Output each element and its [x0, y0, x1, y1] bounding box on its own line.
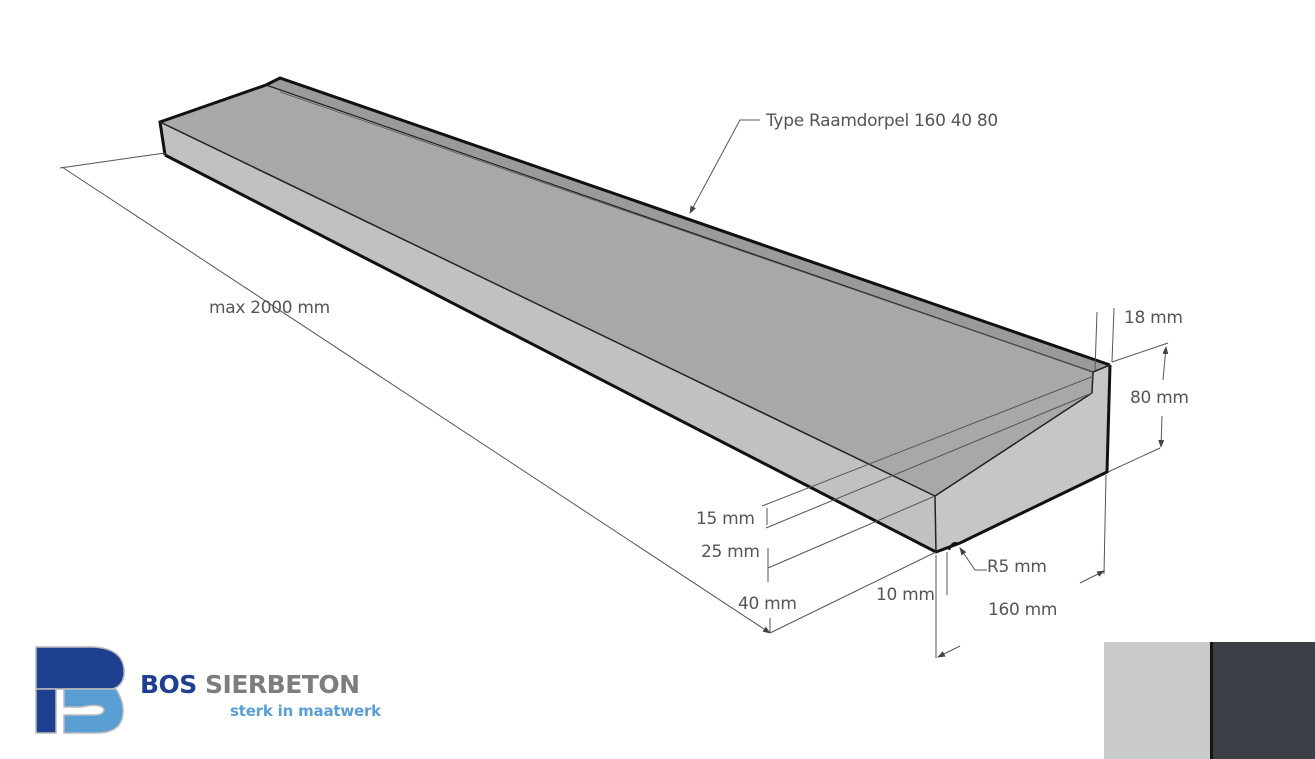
dimension-drip-radius: R5 mm [987, 557, 1047, 577]
brand-name-sierbeton: SIERBETON [205, 670, 360, 699]
dimension-front-edge: 25 mm [701, 542, 760, 562]
sill-top-surface [160, 85, 1093, 496]
callout-type-label: Type Raamdorpel 160 40 80 [766, 111, 998, 131]
dimension-front-height: 40 mm [738, 594, 797, 614]
brand-name-bos: BOS [140, 670, 197, 699]
brand-name: BOS SIERBETON [140, 670, 360, 699]
brand-tagline: sterk in maatwerk [230, 702, 381, 720]
brand-logo [34, 645, 384, 735]
sill-upstand [266, 78, 1110, 372]
sill-end-face [935, 365, 1110, 552]
sill-body [158, 76, 1112, 554]
dimension-slope-rise: 15 mm [696, 509, 755, 529]
swatch-light-grey [1104, 642, 1210, 759]
sill-front-face [160, 122, 936, 552]
dimension-height: 80 mm [1130, 388, 1189, 408]
bs-monogram-icon [35, 646, 125, 734]
dimension-rebate-width: 18 mm [1124, 308, 1183, 328]
dimension-lines [59, 119, 1169, 658]
dimension-depth: 160 mm [988, 600, 1058, 620]
dimension-drip-offset: 10 mm [876, 585, 935, 605]
dimension-length: max 2000 mm [209, 298, 330, 318]
swatch-anthracite [1210, 642, 1315, 759]
